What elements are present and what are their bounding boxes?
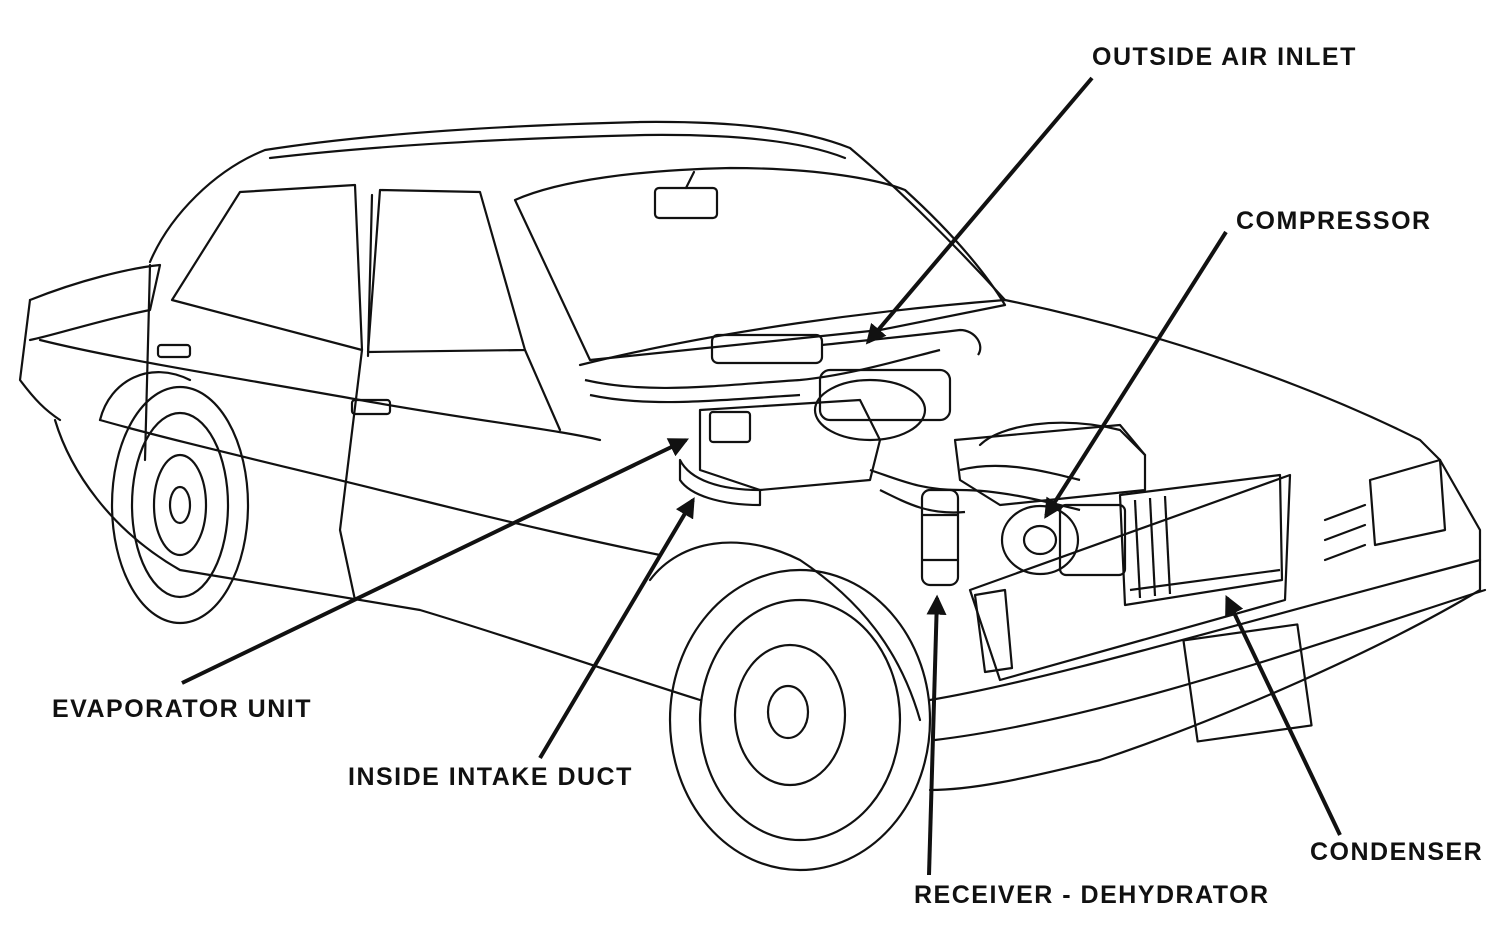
car-body-outline xyxy=(18,120,1487,792)
arrow-compressor xyxy=(1044,230,1228,519)
arrow-receiver-dehydrator xyxy=(926,594,947,876)
label-receiver-dehydrator: RECEIVER - DEHYDRATOR xyxy=(914,881,1270,909)
label-compressor: COMPRESSOR xyxy=(1236,207,1432,235)
arrow-outside-air-inlet xyxy=(865,76,1094,345)
label-outside-air-inlet: OUTSIDE AIR INLET xyxy=(1092,43,1357,71)
arrow-inside-intake-duct xyxy=(538,497,695,760)
label-inside-intake-duct: INSIDE INTAKE DUCT xyxy=(348,763,633,791)
arrow-evaporator-unit xyxy=(181,438,690,685)
arrow-condenser xyxy=(1225,594,1342,836)
label-evaporator-unit: EVAPORATOR UNIT xyxy=(52,695,313,723)
ac-components xyxy=(584,328,1284,607)
rear-wheel xyxy=(110,385,250,625)
callout-arrows xyxy=(181,76,1342,876)
label-condenser: CONDENSER xyxy=(1310,838,1484,866)
front-wheel xyxy=(668,568,932,872)
